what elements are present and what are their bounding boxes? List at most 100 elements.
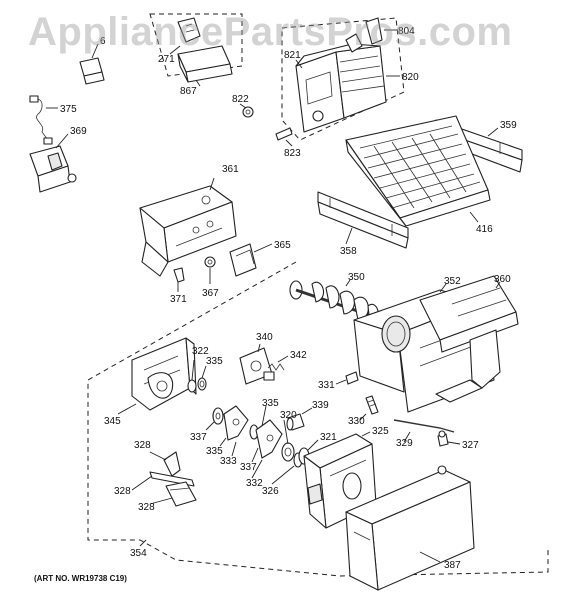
leader-365	[253, 243, 273, 253]
leader-328b	[131, 475, 153, 491]
leader-867	[195, 79, 201, 87]
part-328-lever-assembly	[149, 451, 197, 507]
callout-361: 361	[222, 164, 239, 175]
callout-337a: 337	[190, 432, 207, 443]
leader-328a	[149, 451, 167, 461]
part-339-bushing	[286, 413, 305, 431]
leader-329	[403, 431, 411, 443]
dashed-box-354	[87, 261, 549, 577]
part-350-auger	[289, 280, 379, 325]
leader-335a	[201, 365, 207, 379]
callout-359: 359	[500, 120, 517, 131]
leader-320	[283, 419, 289, 445]
leader-822	[239, 103, 247, 109]
leader-332	[251, 459, 263, 479]
leader-350	[345, 279, 351, 287]
part-375-wire-harness	[29, 95, 53, 145]
part-337a-washer	[212, 407, 224, 425]
leader-352	[439, 283, 447, 293]
callout-821: 821	[284, 50, 301, 61]
part-387-front-cover	[345, 465, 475, 591]
leader-337a	[205, 421, 215, 431]
leader-330	[359, 413, 367, 421]
leader-335b	[261, 405, 267, 427]
callout-387: 387	[444, 560, 461, 571]
leader-326	[271, 465, 295, 485]
leader-325	[361, 431, 371, 437]
leader-331	[335, 379, 347, 385]
leader-354	[139, 539, 147, 547]
leader-328c	[149, 497, 173, 505]
part-322-ring	[187, 379, 197, 393]
callout-358: 358	[340, 246, 357, 257]
callout-328b: 328	[114, 486, 131, 497]
leader-333	[231, 441, 237, 457]
leader-339	[301, 407, 313, 415]
callout-352: 352	[444, 276, 461, 287]
callout-367: 367	[202, 288, 219, 299]
leader-360	[495, 281, 501, 289]
callout-342: 342	[290, 350, 307, 361]
part-329-rod	[393, 419, 455, 433]
part-804-shutoff-arm	[365, 17, 383, 45]
callout-371: 371	[170, 294, 187, 305]
leader-345	[117, 403, 137, 415]
part-361-motor-housing	[139, 185, 237, 277]
leader-340	[257, 343, 261, 353]
dashed-box-820	[281, 17, 405, 141]
callout-360: 360	[494, 274, 511, 285]
part-360-side-bracket	[435, 329, 501, 403]
callout-823: 823	[284, 148, 301, 159]
leader-358	[345, 227, 353, 245]
part-327-screw	[437, 430, 449, 447]
callout-328a: 328	[134, 440, 151, 451]
callout-328c: 328	[138, 502, 155, 513]
leader-821	[295, 59, 303, 69]
callout-345: 345	[104, 416, 121, 427]
callout-326: 326	[262, 486, 279, 497]
leader-322	[191, 359, 195, 381]
callout-350: 350	[348, 272, 365, 283]
callout-820: 820	[402, 72, 419, 83]
callout-325: 325	[372, 426, 389, 437]
part-320-bearing	[281, 442, 295, 462]
art-number: (ART NO. WR19738 C19)	[34, 574, 127, 583]
part-331-screw	[345, 371, 359, 385]
callout-329: 329	[396, 438, 413, 449]
leader-369	[55, 133, 69, 149]
callout-340: 340	[256, 332, 273, 343]
part-358-rail	[317, 191, 409, 249]
callout-335b: 335	[262, 398, 279, 409]
part-823-screw	[275, 127, 293, 141]
part-820-icemaker	[295, 33, 387, 133]
callout-337b: 337	[240, 462, 257, 473]
callout-327: 327	[462, 440, 479, 451]
callout-333: 333	[220, 456, 237, 467]
callout-867: 867	[180, 86, 197, 97]
callout-375: 375	[60, 104, 77, 115]
part-345-crusher-housing	[131, 337, 197, 411]
part-416-tray	[345, 115, 491, 227]
callout-6: 6	[100, 36, 106, 47]
callout-321: 321	[320, 432, 337, 443]
part-330-pin	[365, 395, 379, 415]
callout-332: 332	[246, 478, 263, 489]
part-867-shelf	[177, 45, 233, 83]
part-333-blade	[223, 405, 249, 441]
part-335a-ring	[197, 377, 207, 391]
callout-335a: 335	[206, 356, 223, 367]
callout-335c: 335	[206, 446, 223, 457]
leader-359	[487, 127, 499, 137]
leader-6	[91, 43, 99, 59]
part-367-nut	[204, 256, 216, 268]
callout-339: 339	[312, 400, 329, 411]
callout-369: 369	[70, 126, 87, 137]
leader-321	[307, 439, 319, 451]
part-369-solenoid	[29, 145, 77, 193]
callout-354: 354	[130, 548, 147, 559]
part-822-nut	[242, 106, 254, 118]
callout-320: 320	[280, 410, 297, 421]
callout-365: 365	[274, 240, 291, 251]
